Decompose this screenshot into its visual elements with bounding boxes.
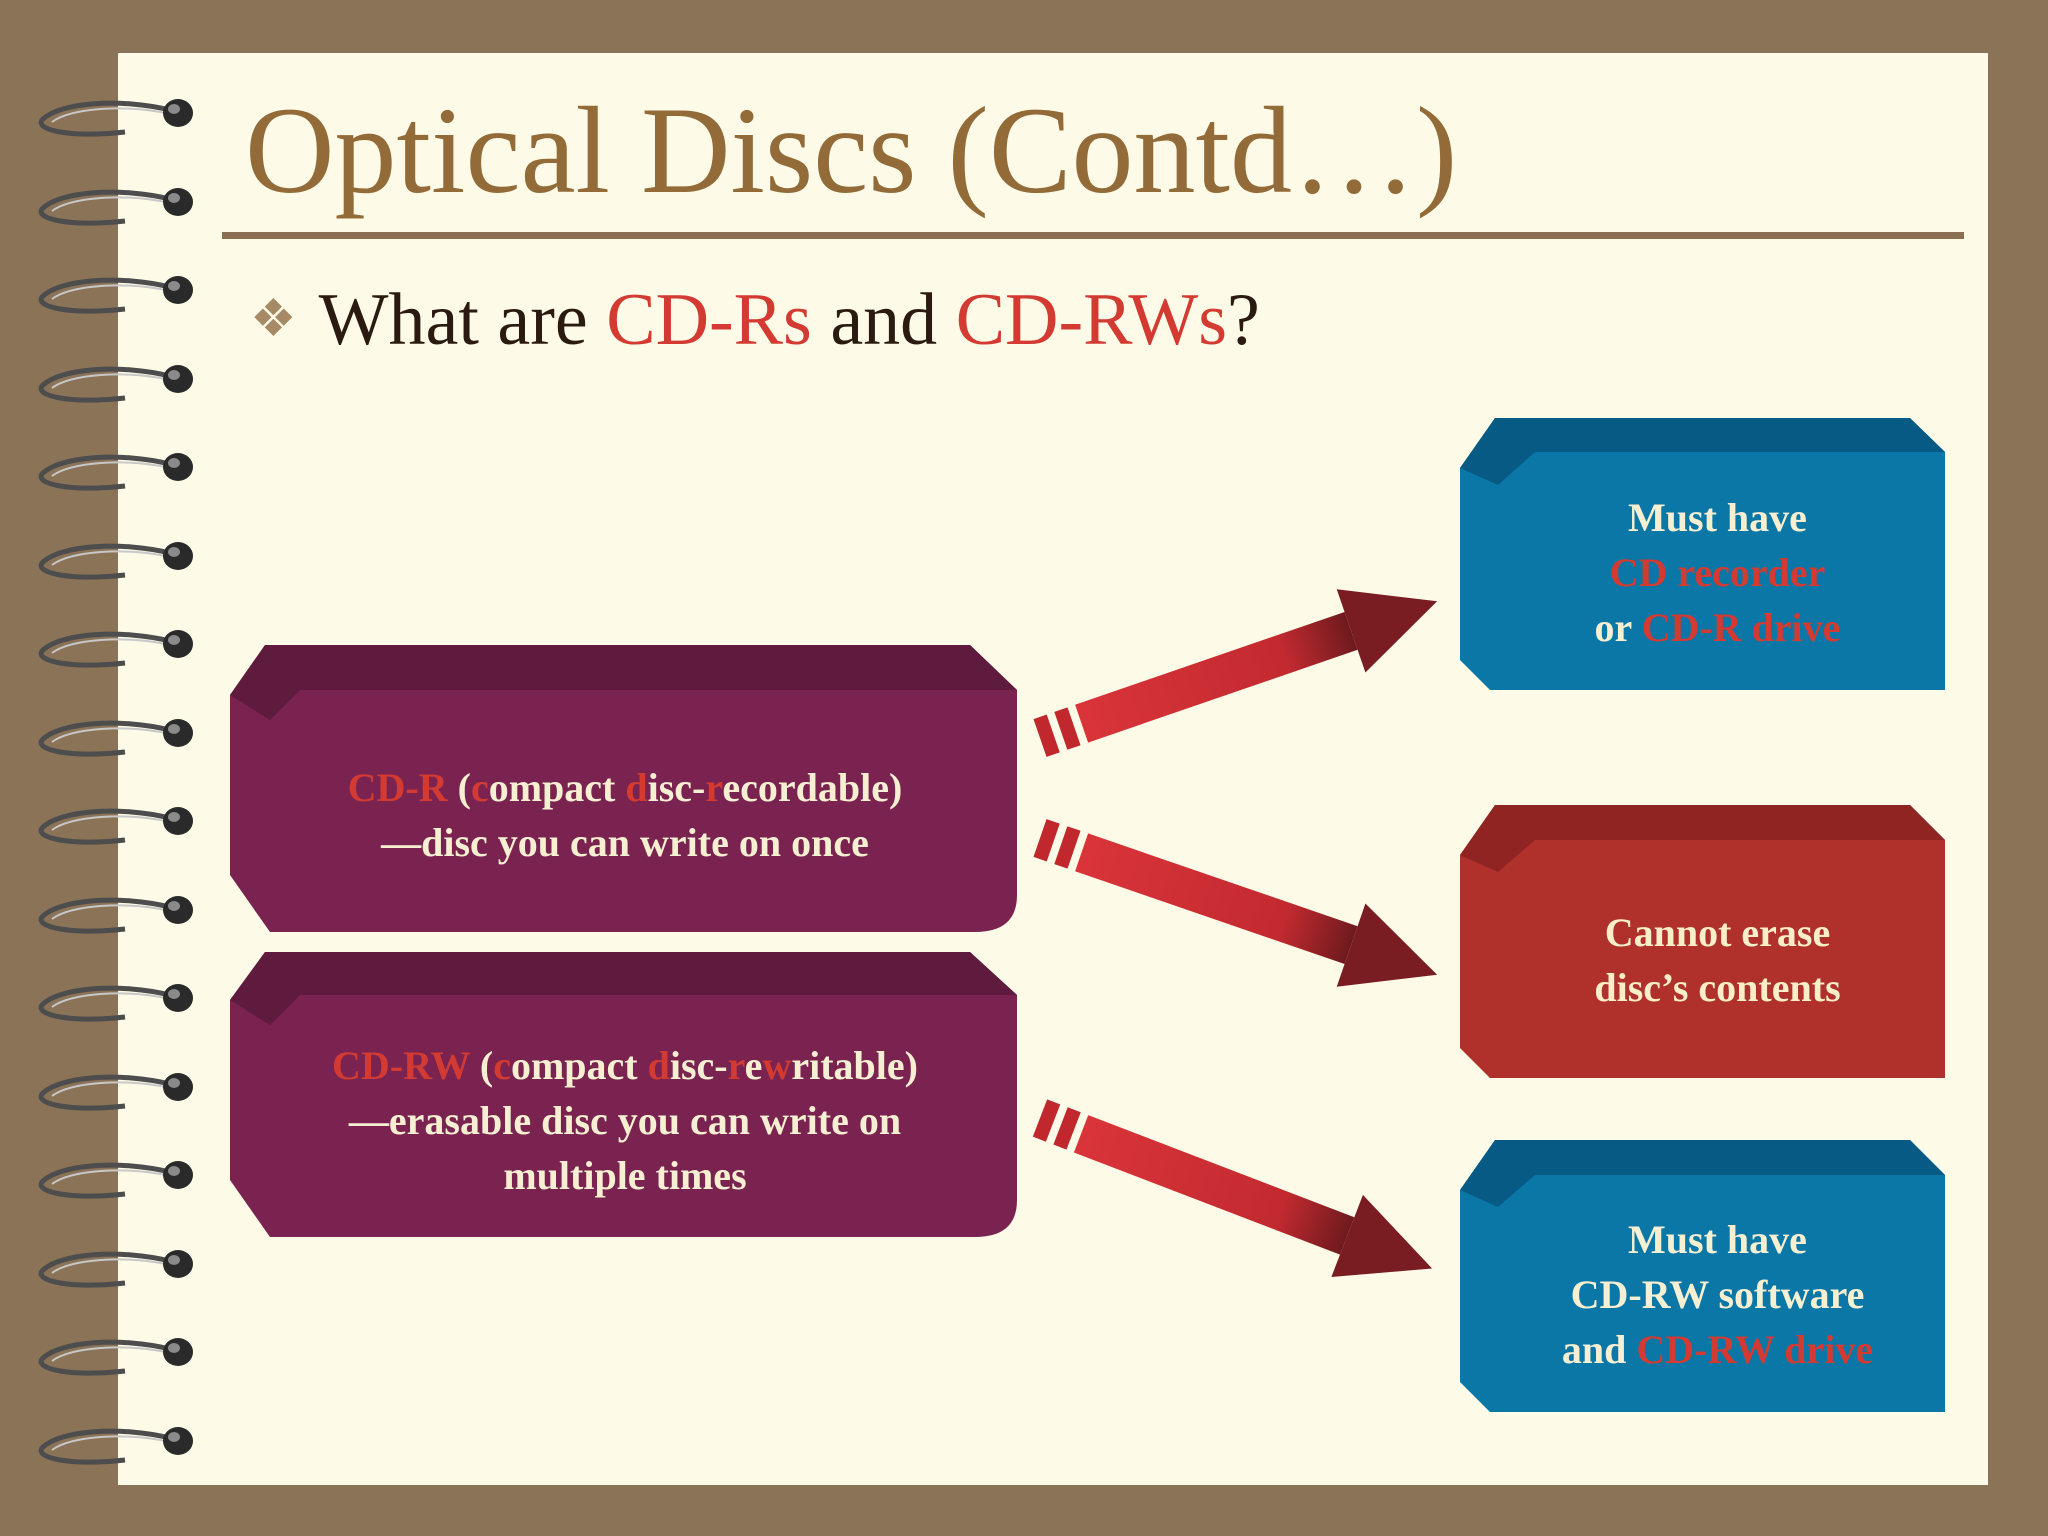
title-divider: [222, 232, 1964, 239]
spiral-ring-icon: [38, 1426, 193, 1465]
text-segment: Must have: [1628, 495, 1807, 540]
box-line: Must have: [1595, 490, 1841, 545]
cdrw-requirement-box: [1460, 1140, 1945, 1412]
text-segment: CD-RW software: [1570, 1272, 1865, 1317]
spiral-ring-icon: [38, 630, 193, 668]
spiral-ring-icon: [38, 718, 193, 757]
box-line: disc’s contents: [1594, 960, 1840, 1015]
bullet-term-cdr: CD-Rs: [606, 279, 812, 361]
text-segment: (: [469, 1042, 494, 1088]
cdr-requirement-box: [1460, 418, 1945, 690]
spiral-ring-icon: [38, 1338, 193, 1376]
arrow-to-cdr-requirement: [1033, 589, 1438, 757]
box-line: Cannot erase: [1594, 905, 1840, 960]
spiral-ring-icon: [38, 187, 193, 226]
spiral-ring-icon: [38, 364, 193, 403]
diamond-cluster-icon: ❖: [250, 291, 297, 348]
spiral-ring-icon: [38, 984, 193, 1022]
text-segment: Must have: [1628, 1217, 1807, 1262]
highlighted-term: r: [727, 1042, 745, 1088]
cdr-definition-line2: —disc you can write on once: [381, 820, 869, 865]
bullet-middle: and: [811, 279, 956, 361]
cdrw-definition-box: [230, 952, 1017, 1237]
spiral-ring-icon: [38, 1161, 193, 1199]
cdr-requirement-text: Must have CD recorder or CD-R drive: [1490, 455, 1945, 690]
spiral-ring-icon: [38, 807, 193, 845]
cdrw-definition-line1: CD-RW (compact disc-rewritable): [332, 1038, 918, 1093]
text-segment: ompact: [488, 765, 626, 810]
cdr-erase-box: [1460, 805, 1945, 1078]
arrow-to-cdrw-requirement: [1032, 1099, 1433, 1277]
box-line: CD recorder: [1595, 545, 1841, 600]
arrow-to-erase-box: [1033, 819, 1438, 987]
text-segment: e: [744, 1042, 763, 1088]
spiral-ring-icon: [38, 895, 193, 934]
bullet-prefix: What are: [318, 279, 607, 361]
cdr-definition-box: [230, 645, 1017, 932]
text-segment: ompact: [510, 1042, 648, 1088]
cdr-erase-text: Cannot erase disc’s contents: [1490, 842, 1945, 1077]
highlighted-term: c: [493, 1042, 511, 1088]
spiral-ring-icon: [38, 1072, 193, 1111]
text-segment: Cannot erase: [1604, 909, 1831, 955]
bullet-suffix: ?: [1227, 279, 1260, 361]
text-segment: ritable): [791, 1042, 918, 1088]
text-segment: (: [447, 765, 471, 810]
box-line: CD-RW software: [1562, 1267, 1873, 1322]
box-line: Must have: [1562, 1212, 1873, 1267]
highlighted-term: CD-RW drive: [1636, 1327, 1874, 1372]
highlighted-term: CD-R drive: [1641, 605, 1841, 650]
highlighted-term: CD-R: [347, 765, 448, 810]
highlighted-term: r: [705, 765, 723, 810]
cdrw-definition-line3: multiple times: [503, 1152, 747, 1198]
spiral-ring-icon: [38, 453, 193, 491]
spiral-ring-icon: [38, 99, 193, 137]
box-line: and CD-RW drive: [1562, 1322, 1873, 1377]
cdrw-definition-text: CD-RW (compact disc-rewritable) —erasabl…: [240, 1005, 1010, 1235]
text-segment: isc-: [647, 765, 706, 810]
text-segment: isc-: [669, 1042, 728, 1088]
cdrw-definition-line2: —erasable disc you can write on: [348, 1097, 902, 1143]
text-segment: or: [1594, 605, 1642, 650]
cdr-definition-line1: CD-R (compact disc-recordable): [348, 760, 903, 815]
highlighted-term: CD-RW: [332, 1042, 470, 1088]
cdr-definition-text: CD-R (compact disc-recordable) —disc you…: [240, 700, 1010, 930]
text-segment: and: [1561, 1327, 1637, 1372]
text-segment: ecordable): [722, 765, 903, 810]
text-segment: disc’s contents: [1594, 964, 1841, 1010]
spiral-ring-icon: [38, 1249, 193, 1288]
highlighted-term: w: [762, 1042, 792, 1088]
highlighted-term: d: [647, 1042, 670, 1088]
bullet-question: ❖ What are CD-Rs and CD-RWs?: [250, 276, 1260, 365]
highlighted-term: d: [625, 765, 648, 810]
box-line: or CD-R drive: [1595, 600, 1841, 655]
spiral-ring-icon: [38, 276, 193, 314]
highlighted-term: c: [470, 765, 489, 810]
spiral-ring-icon: [38, 541, 193, 580]
highlighted-term: CD recorder: [1609, 550, 1826, 595]
bullet-term-cdrw: CD-RWs: [955, 279, 1228, 361]
slide-title: Optical Discs (Contd…): [245, 82, 1458, 219]
